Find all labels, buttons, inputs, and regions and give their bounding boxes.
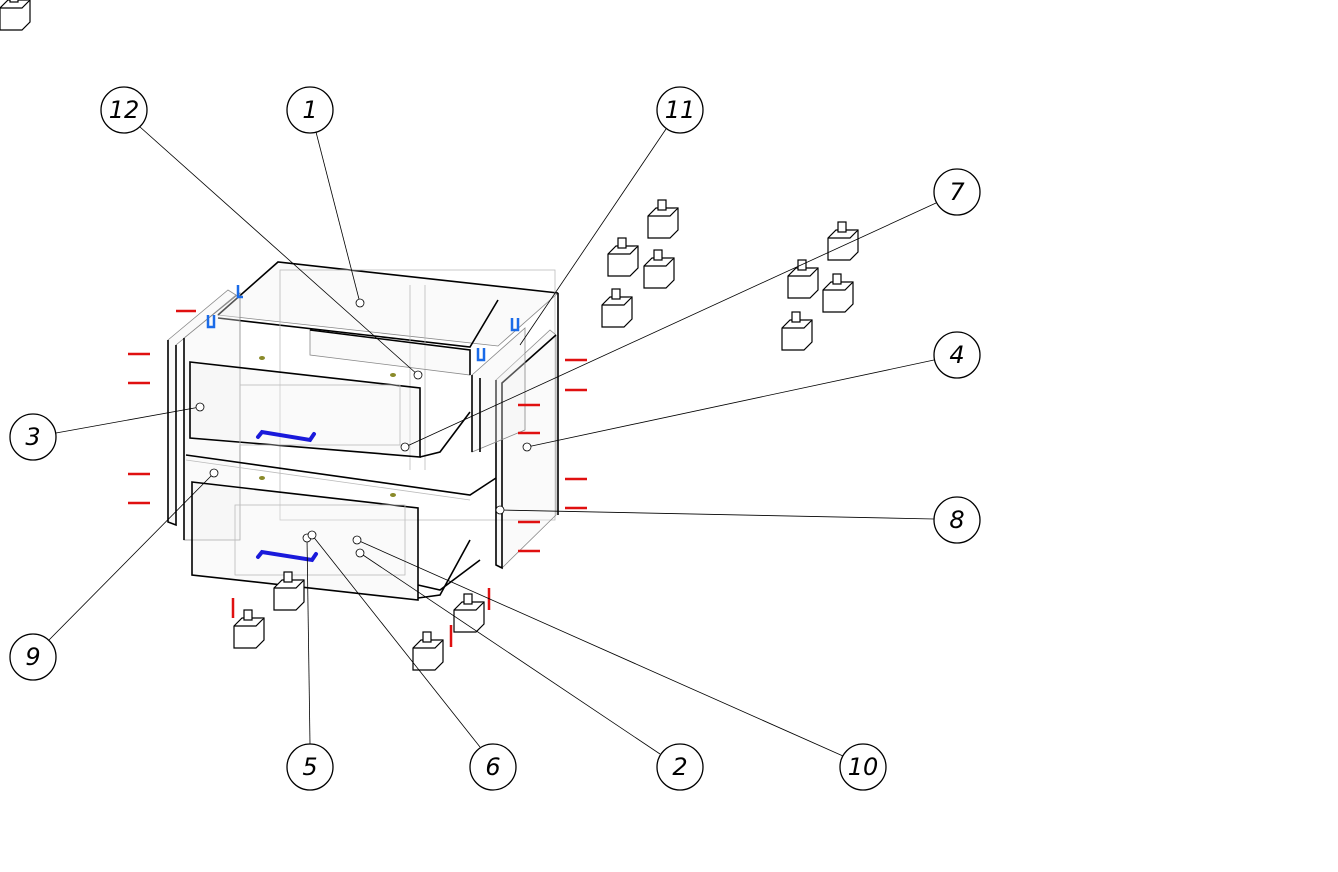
svg-text:5: 5: [302, 753, 317, 781]
hinge-brackets: [206, 285, 520, 362]
callout-4: 4: [933, 331, 981, 379]
callout-6: 6: [469, 743, 517, 791]
svg-text:8: 8: [949, 506, 964, 534]
svg-text:1: 1: [302, 96, 317, 124]
callout-7: 7: [933, 168, 981, 216]
svg-text:9: 9: [25, 643, 40, 671]
svg-text:4: 4: [949, 341, 964, 369]
svg-text:2: 2: [672, 753, 687, 781]
dowels: [128, 309, 587, 647]
callout-2: 2: [656, 743, 704, 791]
callout-9: 9: [9, 633, 57, 681]
callout-5: 5: [286, 743, 334, 791]
cabinet-assembly: [128, 261, 587, 647]
svg-text:10: 10: [848, 753, 879, 781]
svg-text:11: 11: [665, 96, 696, 124]
callout-8: 8: [933, 496, 981, 544]
cabinet-feet: [0, 0, 859, 671]
leader-lines: [48, 126, 937, 757]
upper-drawer-handle: [256, 429, 316, 443]
svg-text:6: 6: [485, 753, 500, 781]
callout-10: 10: [839, 743, 887, 791]
cam-locks: [259, 356, 396, 497]
svg-text:7: 7: [949, 178, 965, 206]
callout-12: 12: [100, 86, 148, 134]
lower-drawer-handle: [256, 549, 318, 563]
svg-text:12: 12: [109, 96, 140, 124]
callout-11: 11: [656, 86, 704, 134]
callout-1: 1: [286, 86, 334, 134]
svg-text:3: 3: [25, 423, 40, 451]
callout-3: 3: [9, 413, 57, 461]
